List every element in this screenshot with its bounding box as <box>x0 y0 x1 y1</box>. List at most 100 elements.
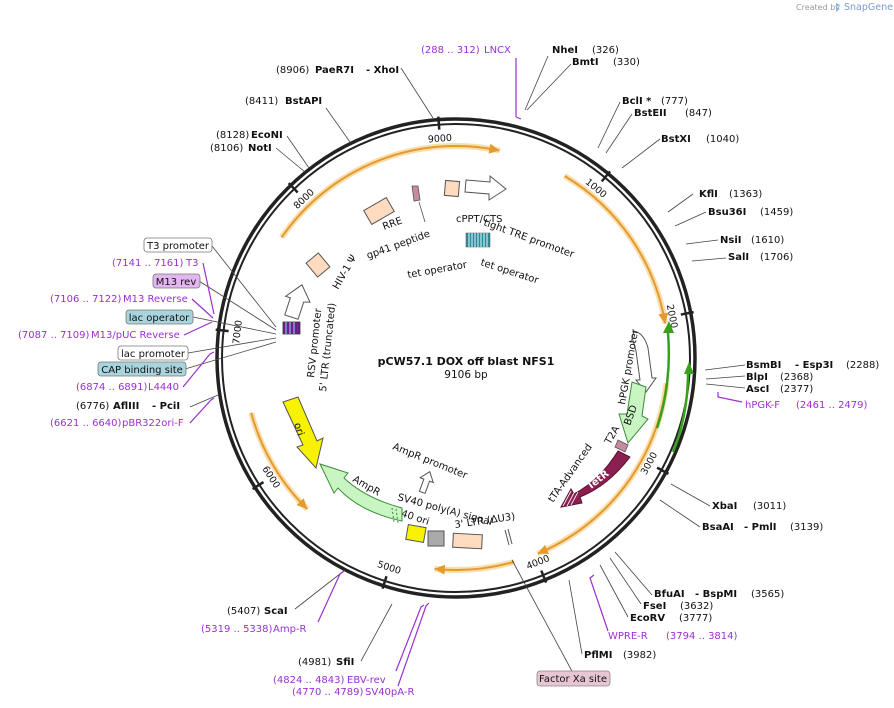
plasmid-length: 9106 bp <box>444 369 488 381</box>
tick-mark-7000 <box>215 328 229 333</box>
tick-mark-8000 <box>287 182 299 194</box>
rre-feature[interactable]: RRE <box>363 196 404 233</box>
left-primer-leaders <box>182 262 215 424</box>
backbone-outer-ring <box>215 117 697 599</box>
primer-amp-r: Amp-R <box>273 624 307 635</box>
orange-arc-arrow-0 <box>488 143 500 154</box>
site-bsmbi-pos: (2288) <box>846 360 879 371</box>
primer-m13-puc-reverse-range: (7087 .. 7109) <box>18 330 90 341</box>
left-feature-leaders <box>184 245 277 370</box>
orange-arc-arrow-3 <box>434 564 446 575</box>
boxed-m13-rev[interactable]: M13 rev <box>152 273 201 289</box>
tick-mark-9000 <box>437 116 441 130</box>
m13-rev-label: M13 rev <box>156 277 197 288</box>
boxed-lac-promoter[interactable]: lac promoter <box>117 345 189 361</box>
site-bsaai: BsaAI <box>702 522 734 533</box>
site-asci-pos: (2377) <box>780 384 813 395</box>
site-noti-pos: (8106) <box>210 143 243 154</box>
primer-ebv-rev-range: (4824 .. 4843) <box>273 675 345 686</box>
site-bstxi: BstXI <box>661 134 691 145</box>
primer-m13-reverse: M13 Reverse <box>123 294 188 305</box>
factor-xa-site-badge[interactable]: Factor Xa site <box>536 670 611 687</box>
gp41-peptide-label: gp41 peptide <box>365 229 431 262</box>
primer-sv40pa-r-range: (4770 .. 4789) <box>292 687 364 698</box>
site-sali: SalI <box>728 252 749 263</box>
tick-label-7000: 7000 <box>231 320 245 345</box>
orange-arc-arrow-2 <box>537 544 550 555</box>
created-by-text: Created by <box>796 3 840 12</box>
site-nsii: NsiI <box>720 235 741 246</box>
site-bstapi-pos: (8411) <box>245 96 278 107</box>
cppt-cts-feature[interactable]: cPPT/CTS <box>443 179 502 225</box>
site-bcli-pos: (777) <box>661 96 688 107</box>
site-bstxi-pos: (1040) <box>706 134 739 145</box>
tick-mark-5000 <box>381 575 388 589</box>
site-bsteii-pos: (847) <box>685 108 712 119</box>
lentiviral-feature-arcs <box>248 143 670 575</box>
rre-label: RRE <box>381 216 404 233</box>
site-xbai-pos: (3011) <box>753 501 786 512</box>
plasmid-name: pCW57.1 DOX off blast NFS1 <box>378 355 555 368</box>
site-fsei: FseI <box>643 601 666 612</box>
site-bsu36i-pos: (1459) <box>760 207 793 218</box>
tick-mark-1000 <box>600 170 612 183</box>
primer-lncx: LNCX <box>484 45 511 56</box>
left-site-leaders <box>189 67 434 662</box>
ori-feature[interactable]: ori <box>282 396 324 470</box>
primer-l4440: L4440 <box>148 382 179 393</box>
orange-arc-arrow-4 <box>296 498 308 510</box>
site-bcli: BclI * <box>622 96 652 107</box>
boxed-cap-binding-site[interactable]: CAP binding site <box>97 361 187 377</box>
primer-m13-reverse-range: (7106 .. 7122) <box>50 294 122 305</box>
site-ecorv: EcoRV <box>630 613 665 624</box>
site-bfuai: BfuAI <box>654 589 685 600</box>
site-nsii-pos: (1610) <box>751 235 784 246</box>
site-scai: ScaI <box>264 606 288 617</box>
ampr-feature[interactable]: AmpR <box>319 463 403 524</box>
site-xhoi: - XhoI <box>366 65 399 76</box>
site-bspmi: - BspMI <box>695 589 737 600</box>
primer-t3-range: (7141 .. 7161) <box>112 258 184 269</box>
orange-arc-1 <box>564 175 667 324</box>
site-sfii: SfiI <box>336 657 354 668</box>
site-paer7i-pos: (8906) <box>276 65 309 76</box>
branding: Created by SnapGene <box>796 2 893 13</box>
site-bsaai-pos: (3139) <box>790 522 823 533</box>
hiv-psi-feature[interactable]: HIV-1 Ψ <box>305 252 360 292</box>
tet-operator-label-1: tet operator <box>407 260 469 281</box>
site-xbai: XbaI <box>712 501 737 512</box>
site-blpi-pos: (2368) <box>780 372 813 383</box>
primer-m13-puc-reverse: M13/pUC Reverse <box>91 330 180 341</box>
site-bmti-pos: (330) <box>613 57 640 68</box>
primer-amp-r-range: (5319 .. 5338) <box>201 624 273 635</box>
lac-promoter-label: lac promoter <box>121 349 186 360</box>
tick-mark-3000 <box>656 466 670 475</box>
orange-arc-0 <box>280 145 500 239</box>
site-afliii: AflIII <box>113 401 139 412</box>
site-esp3i: - Esp3I <box>795 360 833 371</box>
site-nhei-pos: (326) <box>592 45 619 56</box>
orange-arc-glow-1 <box>563 173 669 325</box>
primer-t3: T3 <box>185 258 198 269</box>
site-afliii-pos: (6776) <box>76 401 109 412</box>
site-asci: AscI <box>746 384 769 395</box>
right-enzyme-labels: NheI (326) BmtI (330) BclI * (777) BstEI… <box>552 45 879 661</box>
t3-promoter-label: T3 promoter <box>146 241 210 252</box>
tick-mark-2000 <box>680 310 694 316</box>
boxed-t3-promoter[interactable]: T3 promoter <box>143 237 213 253</box>
site-pcii: - PciI <box>152 401 180 412</box>
primer-pbr322ori-f-range: (6621 .. 6640) <box>50 418 122 429</box>
ori-label: ori <box>291 422 305 438</box>
site-pflmi: PflMI <box>584 650 612 661</box>
site-pmli: - PmlI <box>744 522 777 533</box>
ampr-promoter-feature[interactable]: AmpR promoter <box>391 442 470 495</box>
site-bstapi: BstAPI <box>285 96 322 107</box>
right-primer-labels: (288 .. 312) LNCX hPGK-F (2461 .. 2479) … <box>421 45 868 642</box>
cppt-cts-label: cPPT/CTS <box>456 214 502 225</box>
site-paer7i: PaeR7I <box>315 65 354 76</box>
left-enzyme-labels: (8906) PaeR7I - XhoI (8411) BstAPI (8128… <box>76 65 399 668</box>
bsd-feature[interactable]: BSD <box>618 381 649 445</box>
site-bsu36i: Bsu36I <box>708 207 746 218</box>
boxed-lac-operator[interactable]: lac operator <box>125 309 194 325</box>
orange-arc-4 <box>250 412 308 510</box>
